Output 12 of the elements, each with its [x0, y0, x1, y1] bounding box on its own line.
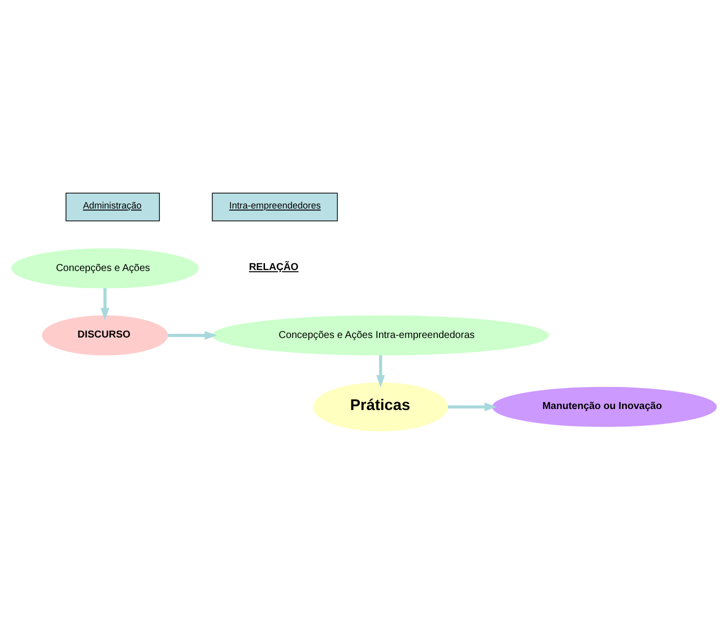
- node-ellipse: DISCURSO: [42, 314, 168, 355]
- arrow: [448, 402, 497, 411]
- node-box: Intra-empreendedores: [212, 192, 338, 221]
- arrow: [168, 330, 218, 340]
- node-ellipse: Práticas: [313, 382, 448, 431]
- arrow: [100, 288, 110, 320]
- node-ellipse: Concepções e Ações: [11, 248, 199, 288]
- label: RELAÇÃO: [248, 262, 298, 273]
- node-box: Administração: [66, 192, 160, 221]
- arrow: [376, 354, 385, 387]
- node-ellipse: Manutenção ou Inovação: [492, 386, 717, 426]
- node-ellipse: Concepções e Ações Intra-empreendedoras: [212, 314, 549, 355]
